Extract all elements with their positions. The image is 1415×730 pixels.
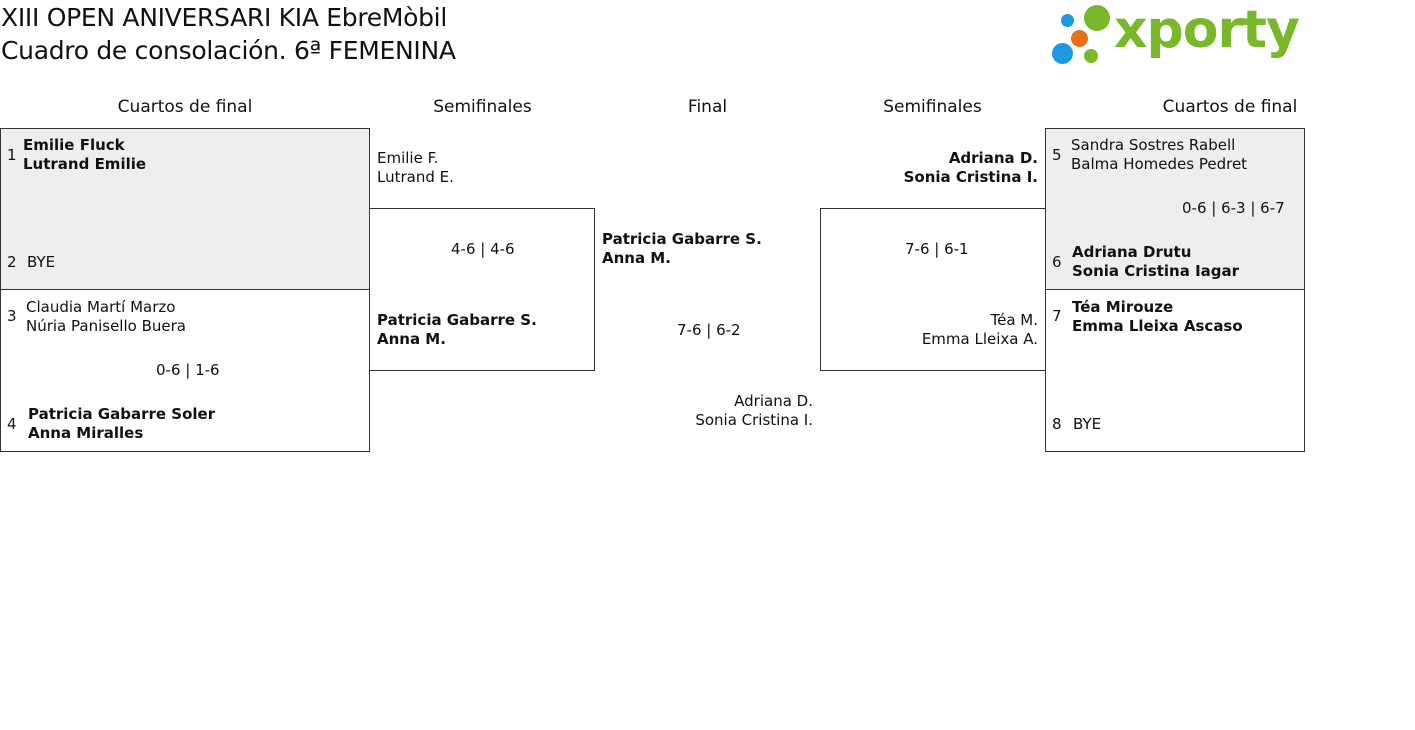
player-name: Emilie Fluck [23, 136, 125, 154]
seed-number: 4 [7, 415, 17, 433]
player-name: Patricia Gabarre S. [377, 311, 537, 329]
logo-dot-blue-large [1052, 43, 1073, 64]
logo-dot-green [1084, 5, 1110, 31]
player-name: Anna M. [377, 330, 446, 348]
match-score: 0-6 | 1-6 [156, 361, 220, 379]
logo-dot-orange [1071, 30, 1088, 47]
match-box-qf-left-1[interactable] [0, 128, 370, 290]
player-name: Patricia Gabarre S. [602, 230, 762, 248]
column-heading-semis-right: Semifinales [883, 97, 982, 117]
seed-number: 3 [7, 307, 17, 325]
player-name: Sonia Cristina Iagar [1072, 262, 1240, 280]
match-score: 7-6 | 6-1 [905, 240, 969, 258]
seed-number: 1 [7, 146, 17, 164]
draw-subtitle: Cuadro de consolación. 6ª FEMENINA [1, 36, 456, 65]
player-name: Lutrand Emilie [23, 155, 147, 173]
xporty-logo[interactable]: xporty [1052, 0, 1300, 66]
logo-dot-blue [1061, 14, 1074, 27]
match-score: 7-6 | 6-2 [677, 321, 741, 339]
column-heading-quarters-left: Cuartos de final [117, 97, 253, 117]
player-name: Sandra Sostres Rabell [1071, 136, 1236, 154]
player-name: Téa Mirouze [1072, 298, 1174, 316]
seed-number: 2 [7, 253, 17, 271]
player-name: Núria Panisello Buera [26, 317, 186, 335]
player-name: Claudia Martí Marzo [26, 298, 176, 316]
player-name: Adriana D. [734, 392, 813, 410]
player-name: Adriana Drutu [1072, 243, 1192, 261]
player-name: Lutrand E. [377, 168, 454, 186]
player-name: Balma Homedes Pedret [1071, 155, 1248, 173]
match-score: 4-6 | 4-6 [451, 240, 515, 258]
player-name: Anna M. [602, 249, 671, 267]
column-heading-quarters-right: Cuartos de final [1162, 97, 1298, 117]
player-name: Emma Lleixa A. [921, 330, 1038, 348]
seed-number: 6 [1052, 253, 1062, 271]
match-score: 0-6 | 6-3 | 6-7 [1182, 199, 1285, 217]
player-name: Patricia Gabarre Soler [28, 405, 216, 423]
seed-number: 7 [1052, 307, 1062, 325]
column-heading-semis-left: Semifinales [433, 97, 532, 117]
player-name: BYE [1073, 415, 1102, 433]
column-heading-final: Final [687, 97, 728, 117]
seed-number: 8 [1052, 415, 1062, 433]
player-name: Emilie F. [377, 149, 439, 167]
player-name: Adriana D. [948, 149, 1038, 167]
player-name: Emma Lleixa Ascaso [1072, 317, 1243, 335]
match-box-sf-left[interactable] [369, 208, 595, 371]
player-name: Anna Miralles [28, 424, 144, 442]
player-name: Sonia Cristina I. [695, 411, 813, 429]
player-name: BYE [27, 253, 56, 271]
match-box-qf-right-2[interactable] [1045, 289, 1305, 452]
match-box-qf-right-1[interactable] [1045, 128, 1305, 290]
player-name: Sonia Cristina I. [903, 168, 1038, 186]
tournament-title: XIII OPEN ANIVERSARI KIA EbreMòbil [1, 3, 447, 32]
seed-number: 5 [1052, 146, 1062, 164]
player-name: Téa M. [990, 311, 1038, 329]
logo-dot-green-small [1084, 49, 1098, 63]
logo-wordmark: xporty [1114, 0, 1300, 60]
